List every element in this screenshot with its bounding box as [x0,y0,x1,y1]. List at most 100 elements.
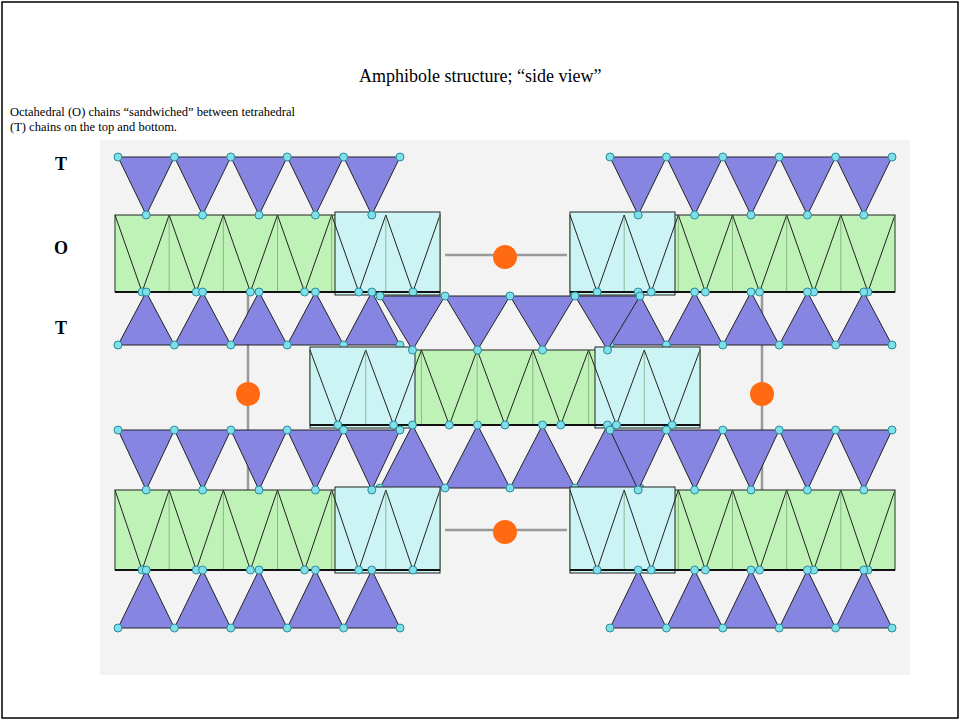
structure-part [868,215,895,292]
oxygen-atom [283,341,291,349]
tetrahedron [344,570,400,628]
tetrahedron [380,296,445,350]
oxygen-atom [832,341,840,349]
a-site-cations [236,245,774,544]
oxygen-atom [803,566,811,574]
structure-part [533,350,561,425]
oxygen-atom [888,341,896,349]
structure-part [115,490,142,570]
tetrahedron [344,430,400,490]
oxygen-atom [246,566,254,574]
oxygen-atom [888,624,896,632]
oxygen-atom [506,292,514,300]
tetrahedron [779,157,835,215]
tetrahedron [118,292,174,345]
oxygen-atom [604,346,612,354]
oxygen-atom [255,486,263,494]
tetrahedron [118,157,174,215]
caption-note: Octahedral (O) chains “sandwiched” betwe… [10,105,310,135]
tetrahedron [231,292,287,345]
structure-part [310,350,338,425]
oxygen-atom [501,421,509,429]
tetrahedron [118,570,174,628]
tetrahedron [445,296,510,350]
structure-part [278,490,305,570]
structure-part [570,490,597,570]
oxygen-atom [409,346,417,354]
structure-part [223,490,224,570]
structure-part [394,350,422,425]
tetrahedron [287,157,343,215]
oxygen-atom [340,153,348,161]
m4-octahedron [335,487,440,573]
structure-part [385,490,386,570]
structure-part [477,350,478,425]
m4-octahedron [570,212,675,295]
tetrahedron [231,430,287,490]
oxygen-atom [606,624,614,632]
structure-part [840,490,841,570]
oxygen-atom [227,426,235,434]
structure-part [787,490,814,570]
oxygen-atom [396,426,404,434]
structure-part [786,490,787,570]
oxygen-atom [283,426,291,434]
i-beam [310,292,700,492]
structure-part [196,490,223,570]
tetrahedron [445,425,510,488]
oxygen-atom [662,153,670,161]
oxygen-atom [301,288,309,296]
structure-part [142,490,169,570]
oxygen-atom [396,624,404,632]
structure-part [421,350,422,425]
structure-part [678,490,705,570]
oxygen-atom [701,566,709,574]
oxygen-atom [888,153,896,161]
structure-part [359,215,386,292]
oxygen-atom [396,153,404,161]
oxygen-atom [170,153,178,161]
oxygen-atom [506,484,514,492]
oxygen-atom [340,624,348,632]
oxygen-atom [701,288,709,296]
structure-part [597,215,624,292]
structure-part [597,490,624,570]
structure-part [477,350,505,425]
oxygen-atom [142,211,150,219]
structure-part [570,490,571,570]
oxygen-atom [832,426,840,434]
layer-letter: T [55,318,67,339]
oxygen-atom [142,288,150,296]
oxygen-atom [114,341,122,349]
oxygen-atom [803,211,811,219]
oxygen-atom [539,346,547,354]
structure-part [338,350,366,425]
tetrahedron [344,157,400,215]
layer-letter: T [55,154,67,175]
oxygen-atom [756,288,764,296]
oxygen-atom [199,211,207,219]
structure-part [223,215,224,292]
oxygen-atom [803,288,811,296]
structure-part [223,490,250,570]
m4-octahedron [570,487,675,573]
tetrahedron [174,292,230,345]
tetrahedron [610,430,666,490]
structure-part [115,215,116,292]
tetrahedron [836,570,892,628]
m4-octahedron [335,212,440,295]
oxygen-atom [860,288,868,296]
oxygen-atom [832,624,840,632]
structure-part [115,569,440,571]
tetrahedron [510,425,575,488]
tetrahedron [779,570,835,628]
i-beam-chains [114,153,896,632]
oxygen-atom [634,211,642,219]
oxygen-atom [647,566,655,574]
oxygen-atom [441,484,449,492]
tetrahedron [836,430,892,490]
structure-part [386,215,413,292]
structure-part [651,490,678,570]
structure-part [332,490,359,570]
tetrahedron [610,570,666,628]
